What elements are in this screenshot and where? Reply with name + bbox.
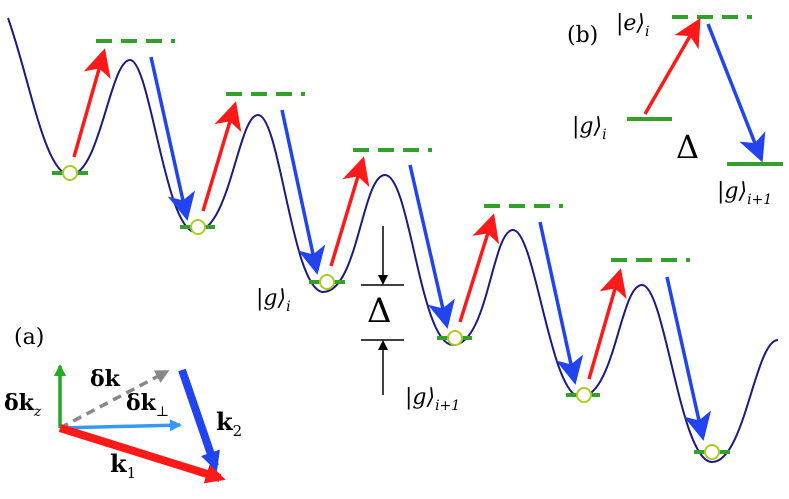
label-k2: k2 <box>216 407 242 440</box>
atom <box>62 165 78 181</box>
absorption-arrow <box>458 213 500 323</box>
label-dk-z-sub: z <box>33 404 42 420</box>
label-k1-text: k <box>110 449 128 478</box>
inset-ket-g-i-text: |g⟩ <box>572 114 602 139</box>
inset-delta-label: Δ <box>676 128 699 166</box>
ket-g-i1-text: |g⟩ <box>405 385 435 410</box>
vector-dk-perp <box>59 419 182 432</box>
vector-dk <box>59 370 170 430</box>
absorption-arrow <box>587 268 627 380</box>
panel-a-label: (a) <box>14 325 44 350</box>
atom <box>704 444 720 460</box>
inset-ket-g-i1-text: |g⟩ <box>717 179 747 204</box>
site-2 <box>180 92 326 275</box>
site-6 <box>694 444 730 460</box>
lattice-potential-curve <box>7 17 779 464</box>
ket-g-i1-label: |g⟩i+1 <box>405 385 460 414</box>
atom <box>190 219 206 235</box>
absorption-arrow <box>201 101 242 212</box>
inset-emission-arrow <box>706 23 766 163</box>
vector-k1 <box>58 424 226 484</box>
label-dk-perp-text: δk <box>126 390 157 416</box>
emission-arrow <box>408 164 455 329</box>
label-dk: δk <box>90 366 121 392</box>
panel-b: (b) |e⟩i |g⟩i Δ |g⟩i+1 <box>567 11 783 208</box>
absorption-arrow <box>72 48 111 158</box>
emission-arrow <box>149 56 196 221</box>
label-dk-z: δkz <box>4 390 42 420</box>
delta-label: Δ <box>367 291 392 331</box>
inset-ket-g-i1-label: |g⟩i+1 <box>717 179 772 208</box>
atom <box>447 330 463 346</box>
inset-ket-g-i-sub: i <box>602 127 606 143</box>
ket-g-i-sub: i <box>286 299 290 315</box>
emission-arrow <box>665 276 712 441</box>
inset-ket-e-sub: i <box>645 24 649 40</box>
atom <box>576 387 592 403</box>
delta-marker: Δ <box>361 226 404 395</box>
site-5 <box>566 258 712 441</box>
absorption-arrow <box>329 156 370 267</box>
inset-ket-e-label: |e⟩i <box>616 11 650 40</box>
label-k1-sub: 1 <box>127 464 137 482</box>
vector-k2 <box>178 368 220 472</box>
label-k2-sub: 2 <box>233 422 243 440</box>
inset-ket-e-text: |e⟩ <box>616 11 645 36</box>
panel-b-label: (b) <box>567 23 598 48</box>
emission-arrow <box>280 109 326 275</box>
label-dk-perp: δk⊥ <box>126 390 169 420</box>
label-dk-perp-sub: ⊥ <box>156 404 169 420</box>
inset-absorption-arrow <box>643 17 701 115</box>
inset-ket-g-i1-sub: i+1 <box>747 192 772 208</box>
panel-a: (a) δkz δk δk⊥ k1 k2 <box>4 325 242 484</box>
site-3 <box>309 148 455 329</box>
site-4 <box>437 204 584 385</box>
atom <box>319 274 335 290</box>
inset-ket-g-i-label: |g⟩i <box>572 114 607 143</box>
ket-g-i-text: |g⟩ <box>256 286 286 311</box>
label-k1: k1 <box>110 449 136 482</box>
site-1 <box>52 39 196 221</box>
label-dk-z-text: δk <box>4 390 35 416</box>
emission-arrow <box>538 221 584 385</box>
ket-g-i1-sub: i+1 <box>435 398 460 414</box>
ket-g-i-label: |g⟩i <box>256 286 291 315</box>
label-k2-text: k <box>216 407 234 436</box>
